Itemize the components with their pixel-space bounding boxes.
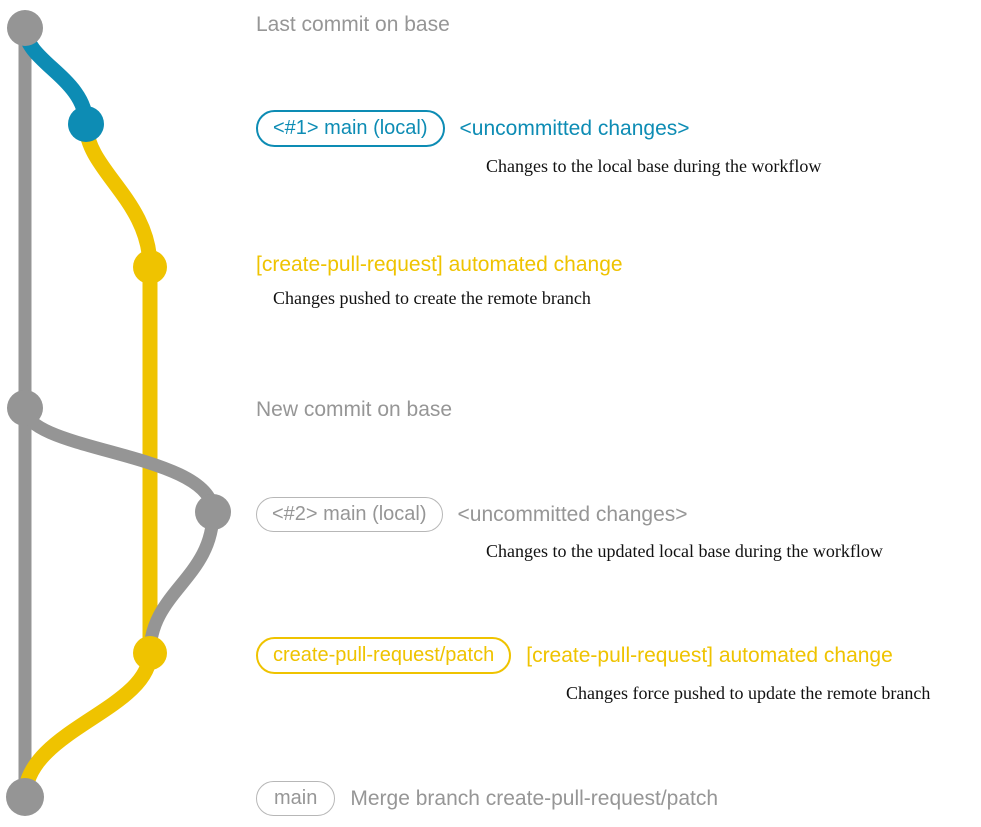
local-branch-line-3 [143, 505, 220, 660]
headline-local-main-2: <uncommitted changes> [457, 502, 688, 526]
headline-automated-change-2: [create-pull-request] automated change [526, 643, 893, 667]
headline-automated-change-1: [create-pull-request] automated change [256, 253, 623, 276]
annotation-line: main Merge branch create-pull-request/pa… [256, 781, 718, 816]
commit-node-local-main-1[interactable] [68, 106, 104, 142]
commit-node-last-commit-on-base[interactable] [7, 10, 43, 46]
subtext-automated-change-1: Changes pushed to create the remote bran… [273, 288, 591, 308]
local-branch-line-2 [18, 401, 220, 519]
subtext-local-main-2: Changes to the updated local base during… [486, 541, 883, 561]
branch-pill-main[interactable]: main [256, 781, 336, 816]
annotation-last-commit-on-base: Last commit on base [256, 13, 450, 37]
annotation-line: <#1> main (local) <uncommitted changes> [256, 110, 821, 147]
branch-pill-local-main-2[interactable]: <#2> main (local) [256, 497, 443, 532]
headline-new-commit-on-base: New commit on base [256, 398, 453, 421]
annotation-automated-change-1: [create-pull-request] automated change C… [256, 253, 623, 309]
annotation-local-main-1: <#1> main (local) <uncommitted changes> … [256, 110, 821, 177]
annotation-line: create-pull-request/patch [create-pull-r… [256, 637, 930, 674]
commit-node-merge-commit[interactable] [6, 778, 44, 816]
annotation-line: [create-pull-request] automated change [256, 253, 623, 277]
annotation-automated-change-2: create-pull-request/patch [create-pull-r… [256, 637, 930, 704]
headline-local-main-1: <uncommitted changes> [459, 116, 690, 140]
subtext-automated-change-2: Changes force pushed to update the remot… [566, 683, 931, 703]
annotation-local-main-2: <#2> main (local) <uncommitted changes> … [256, 497, 883, 562]
headline-merge-commit: Merge branch create-pull-request/patch [350, 786, 719, 810]
git-graph [6, 10, 231, 816]
branch-pill-create-pull-request-patch[interactable]: create-pull-request/patch [256, 637, 512, 674]
annotation-merge-commit: main Merge branch create-pull-request/pa… [256, 781, 718, 816]
remote-branch-line-1 [78, 116, 158, 275]
branch-pill-local-main-1[interactable]: <#1> main (local) [256, 110, 445, 147]
commit-node-new-commit-on-base[interactable] [7, 390, 43, 426]
annotation-new-commit-on-base: New commit on base [256, 398, 452, 422]
commit-node-automated-change-1[interactable] [133, 250, 167, 284]
commit-node-local-main-2[interactable] [195, 494, 231, 530]
subtext-local-main-1: Changes to the local base during the wor… [486, 156, 822, 176]
annotation-line: <#2> main (local) <uncommitted changes> [256, 497, 883, 532]
annotation-line: New commit on base [256, 398, 452, 422]
commit-node-automated-change-2[interactable] [133, 636, 167, 670]
annotation-line: Last commit on base [256, 13, 450, 37]
headline-last-commit-on-base: Last commit on base [256, 13, 450, 36]
remote-branch-merge-line [17, 645, 158, 805]
